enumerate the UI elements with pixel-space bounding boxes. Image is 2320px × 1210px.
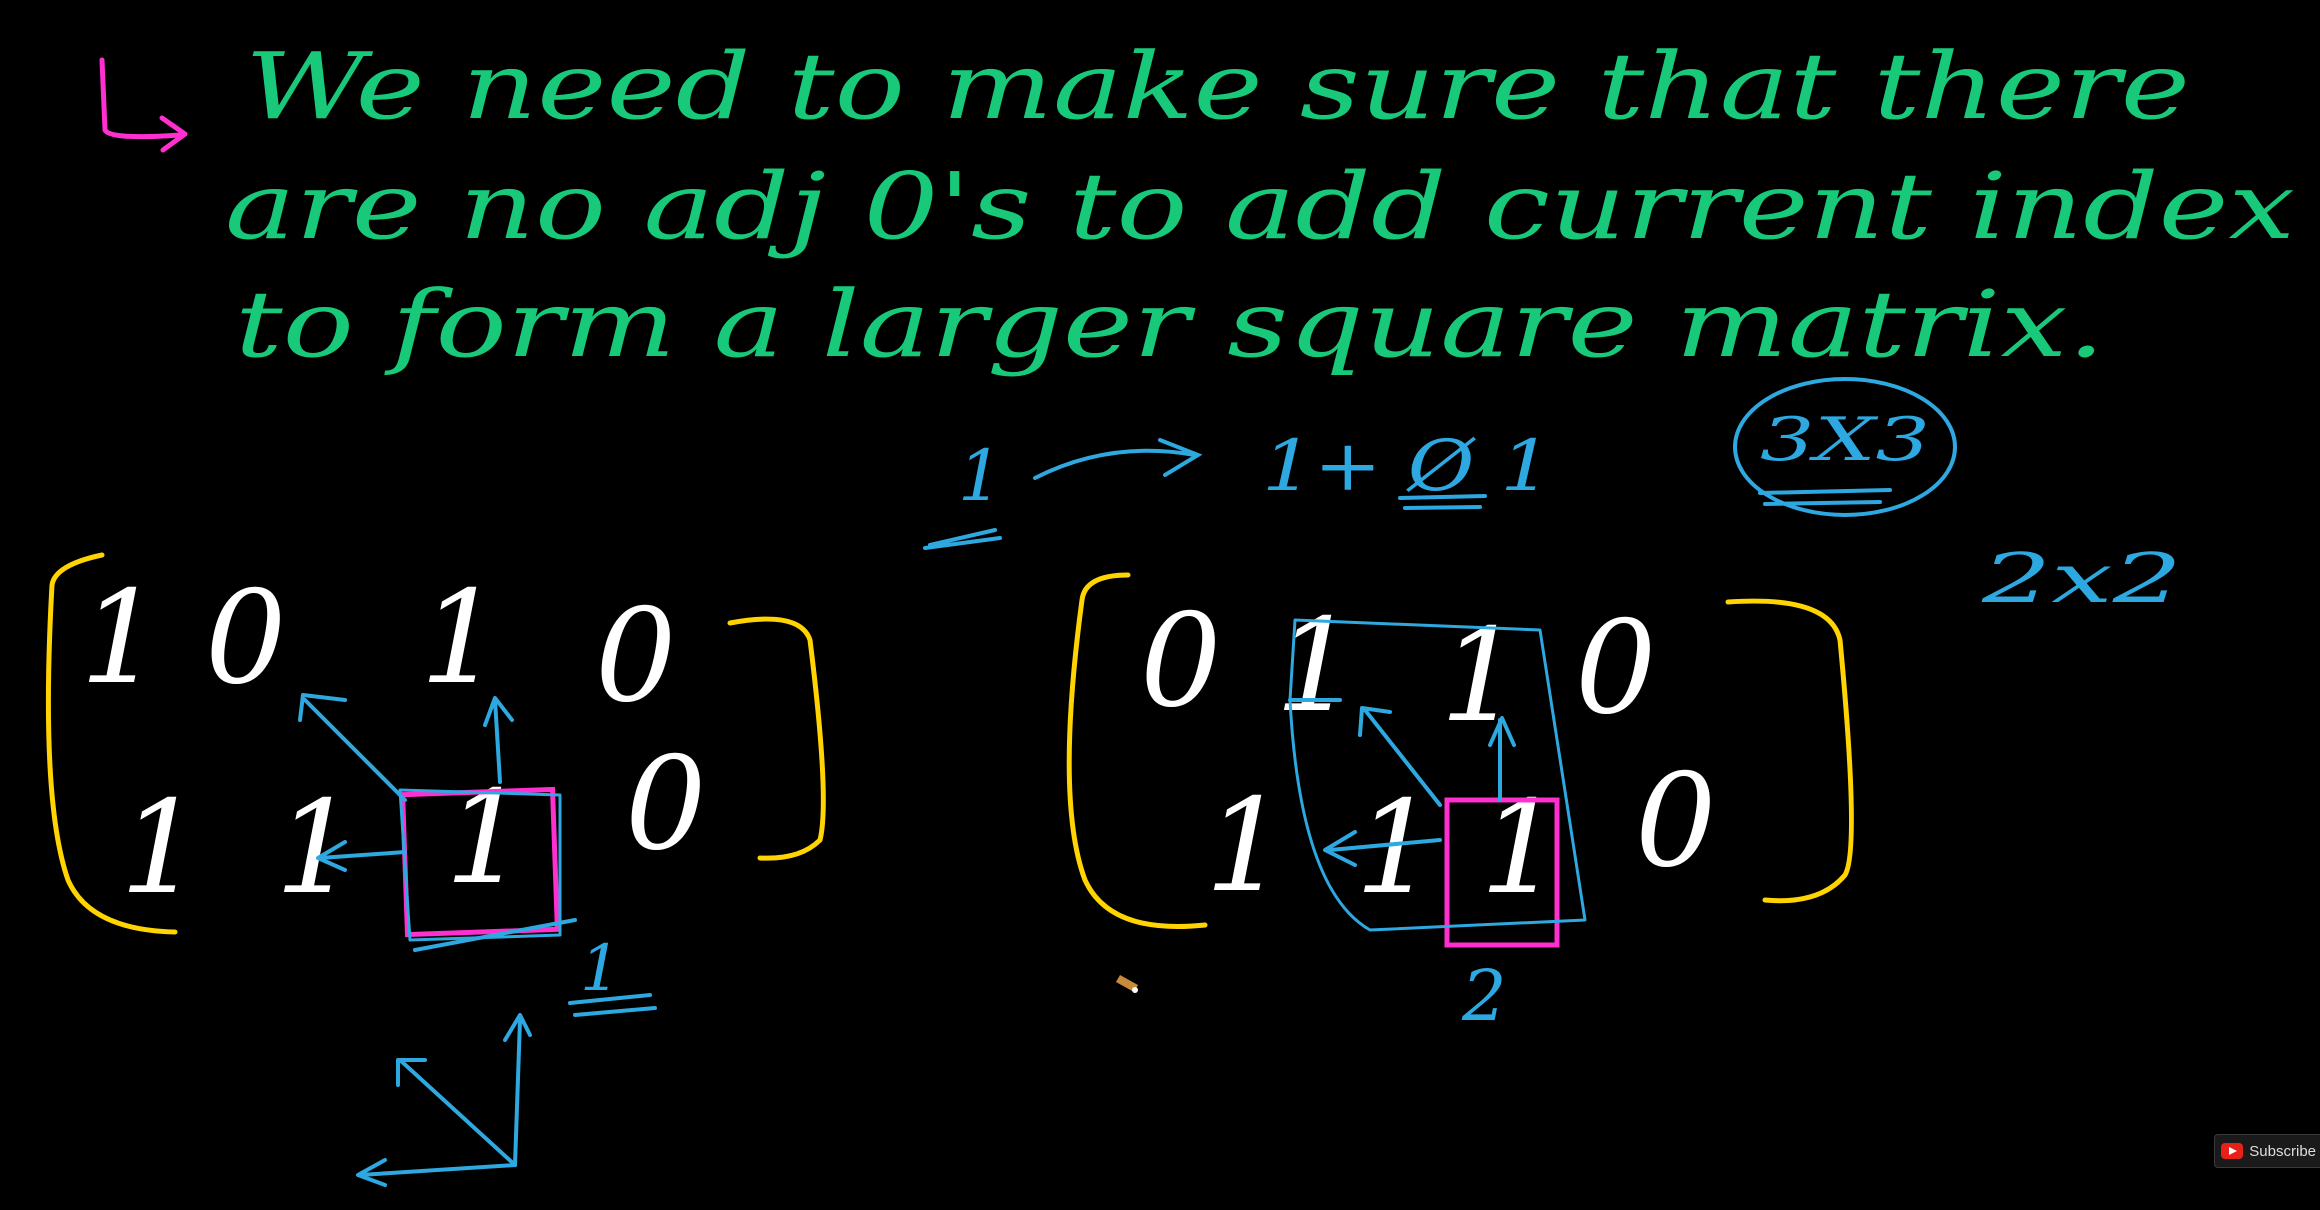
youtube-icon bbox=[2221, 1143, 2244, 1159]
note-line-3: to form a larger square matrix. bbox=[235, 271, 2105, 378]
left-count-underline bbox=[568, 993, 657, 1017]
right-bracket-close bbox=[1725, 598, 1854, 904]
pencil-cursor-icon bbox=[1116, 975, 1138, 993]
size-circled-label: 3X3 bbox=[1760, 405, 1930, 475]
left-neighbor-arrows bbox=[298, 693, 577, 952]
left-count-label: 1 bbox=[580, 932, 621, 1006]
right-count-label: 2 bbox=[1461, 955, 1507, 1037]
formula-left: 1 bbox=[958, 435, 1003, 517]
matrix-left: 1 0 1 0 1 1 1 0 bbox=[45, 552, 826, 1187]
formula-underline-right bbox=[1398, 494, 1487, 510]
right-cell: 0 bbox=[1635, 747, 1716, 896]
right-cell: 0 bbox=[1140, 587, 1221, 736]
formula-right: 1+ Ø 1 bbox=[1262, 425, 1552, 507]
right-cell: 1 bbox=[1480, 774, 1561, 923]
left-bracket-open bbox=[45, 552, 178, 935]
right-cell: 1 bbox=[1440, 602, 1521, 751]
note-line-2: are no adj 0's to add current index bbox=[225, 153, 2295, 260]
left-cell: 0 bbox=[205, 564, 286, 713]
left-cell: 0 bbox=[625, 730, 706, 879]
size-underline bbox=[1758, 488, 1892, 506]
left-cell: 1 bbox=[120, 774, 201, 923]
left-cell: 0 bbox=[595, 582, 676, 731]
arrow-bullet-icon bbox=[99, 57, 188, 153]
subscribe-button[interactable]: Subscribe bbox=[2214, 1134, 2320, 1168]
formula-underline bbox=[923, 528, 1002, 550]
formula-arrow bbox=[1033, 438, 1203, 480]
left-bracket-close bbox=[727, 616, 826, 861]
right-cell: 1 bbox=[1275, 592, 1356, 741]
size-other-label: 2x2 bbox=[1980, 540, 2182, 619]
note-line-1: We need to make sure that there bbox=[245, 33, 2190, 140]
right-neighbor-arrows bbox=[1288, 618, 1587, 932]
subscribe-label: Subscribe bbox=[2249, 1142, 2316, 1160]
matrix-right: 0 1 1 0 1 1 1 0 bbox=[1066, 572, 1854, 948]
right-cell: 0 bbox=[1575, 594, 1656, 743]
left-cell: 1 bbox=[445, 764, 526, 913]
axis-arrows-icon bbox=[356, 1013, 532, 1187]
right-bracket-open bbox=[1066, 572, 1208, 930]
size-circle bbox=[1733, 377, 1957, 517]
left-cell: 1 bbox=[80, 564, 161, 713]
right-cell: 1 bbox=[1205, 772, 1286, 921]
left-cell: 1 bbox=[420, 564, 501, 713]
left-cell: 1 bbox=[275, 774, 356, 923]
